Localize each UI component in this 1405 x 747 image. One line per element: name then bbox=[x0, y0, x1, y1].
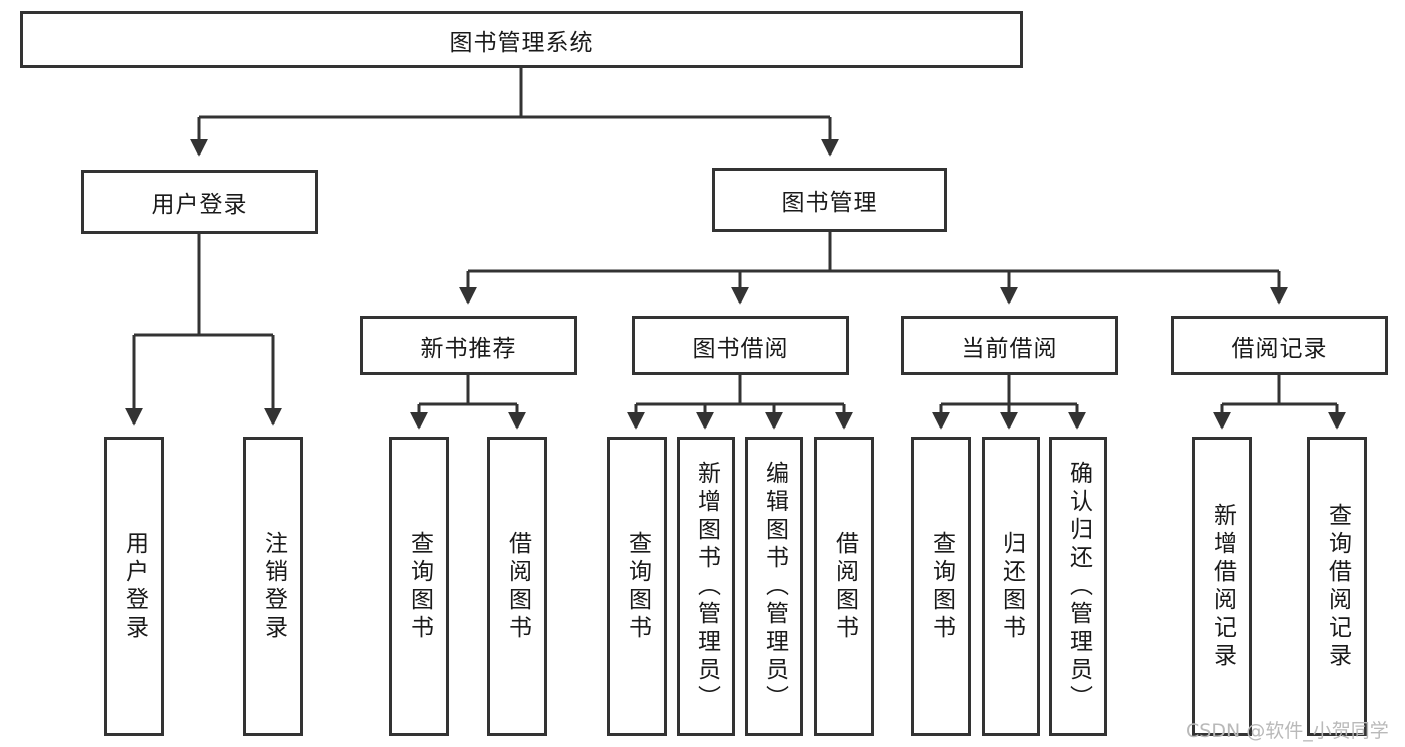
leaf-label: 查询图书 bbox=[928, 530, 955, 643]
node-current-borrow[interactable]: 当前借阅 bbox=[901, 316, 1118, 375]
leaf-current-borrow-query-book[interactable]: 查询图书 bbox=[911, 437, 971, 736]
leaf-current-borrow-confirm-return-admin[interactable]: 确认归还（管理员） bbox=[1049, 437, 1107, 736]
leaf-label: 新增借阅记录 bbox=[1209, 502, 1236, 671]
node-new-book-recommend-label: 新书推荐 bbox=[420, 335, 517, 362]
leaf-book-borrow-add-book-admin[interactable]: 新增图书（管理员） bbox=[677, 437, 735, 736]
node-root-label: 图书管理系统 bbox=[449, 29, 594, 56]
node-book-management-label: 图书管理 bbox=[781, 190, 878, 216]
leaf-label: 新增图书（管理员） bbox=[693, 460, 720, 713]
node-borrow-record[interactable]: 借阅记录 bbox=[1171, 316, 1388, 375]
leaf-label: 编辑图书（管理员） bbox=[761, 460, 788, 713]
leaf-label: 借阅图书 bbox=[831, 530, 858, 643]
watermark-text: CSDN @软件_小贺同学 bbox=[1186, 720, 1389, 742]
node-new-book-recommend[interactable]: 新书推荐 bbox=[360, 316, 577, 375]
leaf-label: 查询图书 bbox=[624, 530, 651, 643]
node-user-login-label: 用户登录 bbox=[151, 192, 248, 218]
leaf-label: 查询借阅记录 bbox=[1324, 502, 1351, 671]
leaf-label: 归还图书 bbox=[998, 530, 1025, 643]
leaf-new-book-query-book[interactable]: 查询图书 bbox=[389, 437, 449, 736]
leaf-user-login-logout[interactable]: 注销登录 bbox=[243, 437, 303, 736]
leaf-borrow-record-query-record[interactable]: 查询借阅记录 bbox=[1307, 437, 1367, 736]
leaf-user-login-do-login[interactable]: 用户登录 bbox=[104, 437, 164, 736]
leaf-book-borrow-borrow-book[interactable]: 借阅图书 bbox=[814, 437, 874, 736]
node-root[interactable]: 图书管理系统 bbox=[20, 11, 1023, 68]
node-book-management[interactable]: 图书管理 bbox=[712, 168, 947, 232]
node-user-login[interactable]: 用户登录 bbox=[81, 170, 318, 234]
leaf-current-borrow-return-book[interactable]: 归还图书 bbox=[982, 437, 1040, 736]
node-borrow-record-label: 借阅记录 bbox=[1231, 335, 1328, 362]
leaf-label: 查询图书 bbox=[406, 530, 433, 643]
leaf-label: 借阅图书 bbox=[504, 530, 531, 643]
leaf-label: 用户登录 bbox=[121, 530, 148, 643]
leaf-book-borrow-edit-book-admin[interactable]: 编辑图书（管理员） bbox=[745, 437, 803, 736]
leaf-label: 确认归还（管理员） bbox=[1065, 460, 1092, 713]
leaf-label: 注销登录 bbox=[260, 530, 287, 643]
leaf-borrow-record-add-record[interactable]: 新增借阅记录 bbox=[1192, 437, 1252, 736]
leaf-new-book-borrow-book[interactable]: 借阅图书 bbox=[487, 437, 547, 736]
leaf-book-borrow-query-book[interactable]: 查询图书 bbox=[607, 437, 667, 736]
node-current-borrow-label: 当前借阅 bbox=[961, 335, 1058, 362]
node-book-borrow-label: 图书借阅 bbox=[692, 335, 789, 362]
node-book-borrow[interactable]: 图书借阅 bbox=[632, 316, 849, 375]
